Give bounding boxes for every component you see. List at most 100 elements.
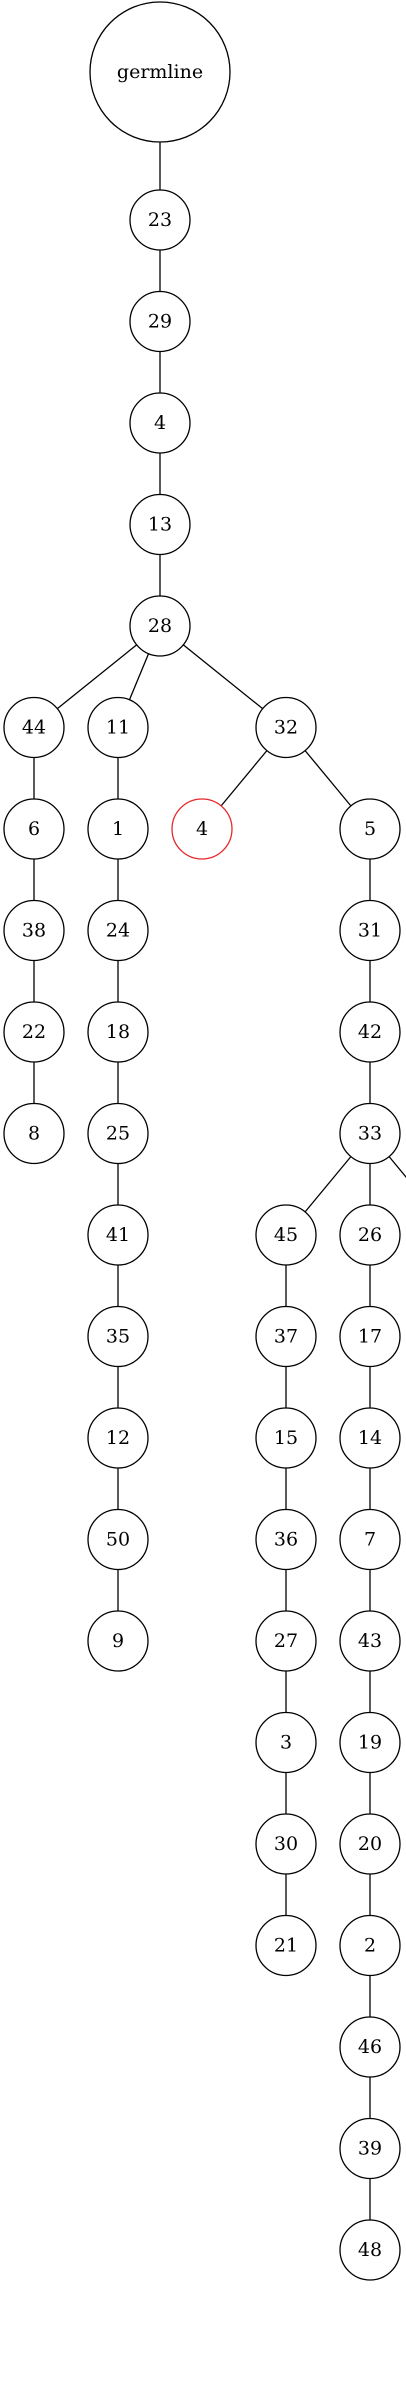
node-circle xyxy=(255,1508,317,1571)
node-circle xyxy=(255,1407,317,1469)
node-circle xyxy=(87,1305,149,1368)
tree-node: 38 xyxy=(3,899,65,962)
node-circle xyxy=(339,1711,401,1774)
node-circle xyxy=(129,189,191,251)
tree-node: 13 xyxy=(129,493,191,556)
node-label: 4 xyxy=(196,818,208,840)
node-label: 29 xyxy=(148,311,172,333)
node-circle xyxy=(129,290,191,353)
tree-node: 6 xyxy=(3,798,65,860)
tree-root-node: germline xyxy=(89,1,231,143)
node-label: 35 xyxy=(106,1326,130,1348)
tree-node: 21 xyxy=(255,1914,317,1977)
node-circle xyxy=(89,1,231,143)
node-circle xyxy=(339,1508,401,1571)
node-label: 22 xyxy=(22,1021,46,1043)
tree-node: 5 xyxy=(339,798,401,860)
node-circle xyxy=(87,1001,149,1063)
node-label: 50 xyxy=(106,1529,130,1551)
node-label: 19 xyxy=(358,1732,382,1754)
node-circle xyxy=(87,798,149,860)
node-label: 48 xyxy=(358,2239,382,2261)
edge-n33-n45 xyxy=(304,1156,352,1213)
node-label: 9 xyxy=(112,1630,124,1652)
node-circle xyxy=(339,2219,401,2281)
node-circle xyxy=(129,392,191,454)
tree-node: 23 xyxy=(129,189,191,251)
tree-node: 11 xyxy=(87,696,149,759)
node-label: 18 xyxy=(106,1021,130,1043)
tree-node: 19 xyxy=(339,1711,401,1774)
tree-node: 50 xyxy=(87,1508,149,1571)
node-label: 17 xyxy=(358,1326,382,1348)
node-label: 4 xyxy=(154,412,166,434)
node-label: 13 xyxy=(148,514,172,536)
node-circle xyxy=(87,899,149,962)
node-label: 25 xyxy=(106,1123,130,1145)
node-label: 33 xyxy=(358,1123,382,1145)
node-label: 2 xyxy=(364,1935,376,1957)
node-circle xyxy=(3,696,65,759)
node-label: 26 xyxy=(358,1224,382,1246)
tree-edges xyxy=(33,142,406,2220)
node-circle xyxy=(339,2016,401,2078)
tree-node: 15 xyxy=(255,1407,317,1469)
node-label: 41 xyxy=(106,1224,130,1246)
tree-node: 12 xyxy=(87,1407,149,1469)
node-label: 32 xyxy=(274,717,298,739)
node-circle xyxy=(255,1204,317,1266)
tree-node: 18 xyxy=(87,1001,149,1063)
tree-node: 29 xyxy=(129,290,191,353)
tree-node: 22 xyxy=(3,1001,65,1063)
node-circle xyxy=(87,1204,149,1266)
node-circle xyxy=(339,899,401,962)
node-circle xyxy=(3,1102,65,1165)
node-circle xyxy=(255,1711,317,1774)
edge-n32-n4b xyxy=(220,750,268,807)
tree-node: 9 xyxy=(87,1610,149,1672)
node-circle xyxy=(3,899,65,962)
node-circle xyxy=(87,696,149,759)
node-circle xyxy=(339,1610,401,1672)
node-label: 45 xyxy=(274,1224,298,1246)
node-circle xyxy=(339,1204,401,1266)
tree-node: 17 xyxy=(339,1305,401,1368)
node-label: 23 xyxy=(148,209,172,231)
node-label: 28 xyxy=(148,615,172,637)
node-circle xyxy=(339,1813,401,1875)
node-label: germline xyxy=(117,61,203,83)
node-label: 5 xyxy=(364,818,376,840)
tree-node: 25 xyxy=(87,1102,149,1165)
tree-node: 39 xyxy=(339,2117,401,2180)
tree-node: 28 xyxy=(129,595,191,657)
node-circle xyxy=(255,696,317,759)
tree-node: 2 xyxy=(339,1914,401,1977)
tree-node: 45 xyxy=(255,1204,317,1266)
node-circle xyxy=(255,1914,317,1977)
node-circle xyxy=(87,1610,149,1672)
node-label: 39 xyxy=(358,2138,382,2160)
tree-node: 27 xyxy=(255,1610,317,1672)
node-circle xyxy=(339,1407,401,1469)
tree-node: 31 xyxy=(339,899,401,962)
node-label: 43 xyxy=(358,1630,382,1652)
tree-node: 26 xyxy=(339,1204,401,1266)
tree-node: 3 xyxy=(255,1711,317,1774)
tree-node: 24 xyxy=(87,899,149,962)
node-circle xyxy=(339,1914,401,1977)
tree-node: 33 xyxy=(339,1102,401,1165)
node-circle-highlighted xyxy=(171,798,233,860)
tree-node: 32 xyxy=(255,696,317,759)
node-label: 42 xyxy=(358,1021,382,1043)
node-label: 6 xyxy=(28,818,40,840)
node-label: 24 xyxy=(106,920,130,942)
node-circle xyxy=(339,1001,401,1063)
edge-n32-n5 xyxy=(304,750,352,807)
node-circle xyxy=(339,798,401,860)
edge-n28-n11 xyxy=(128,653,150,701)
node-circle xyxy=(255,1305,317,1368)
node-circle xyxy=(339,1102,401,1165)
node-label: 14 xyxy=(358,1427,382,1449)
node-label: 1 xyxy=(112,818,124,840)
